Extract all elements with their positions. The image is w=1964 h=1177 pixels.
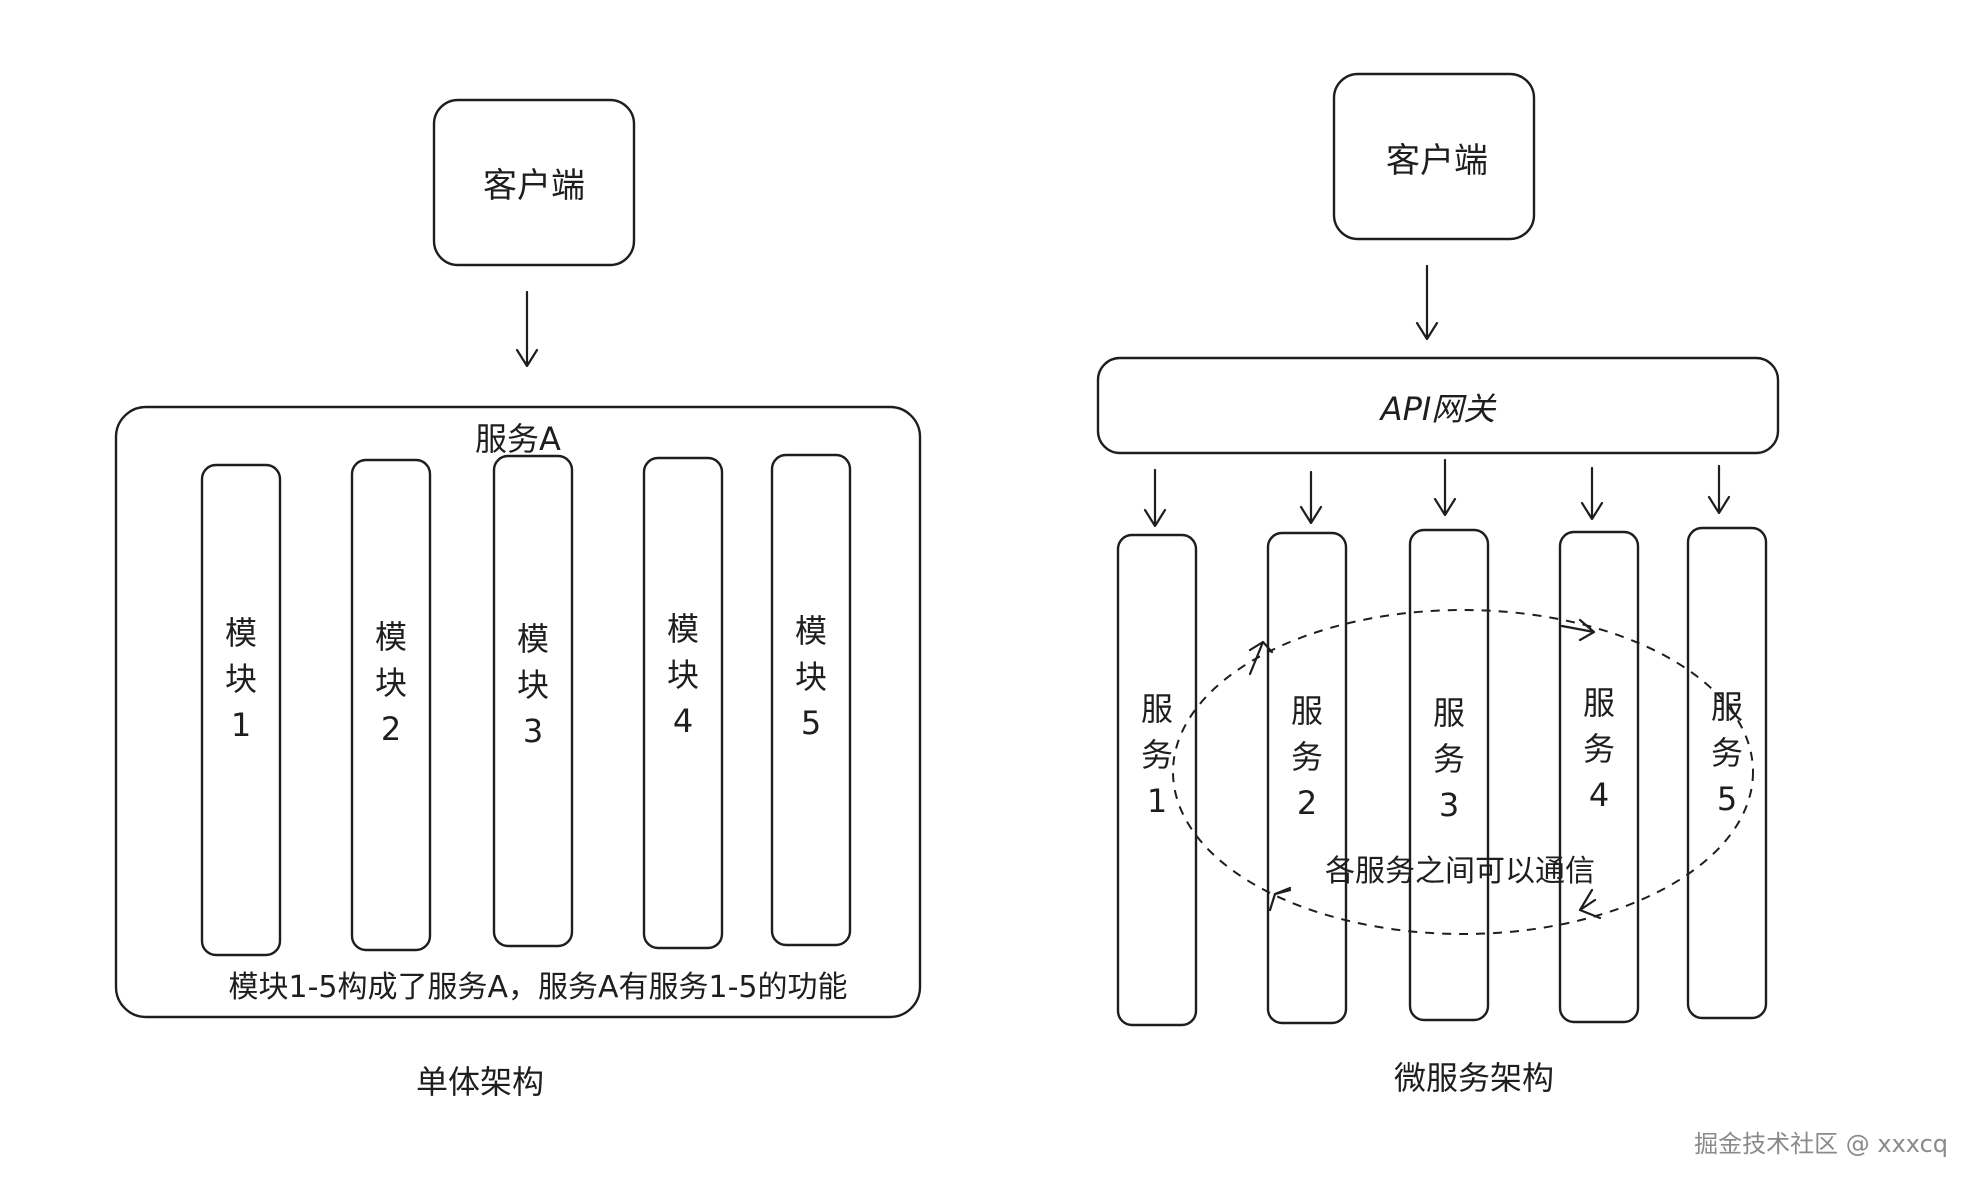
watermark: 掘金技术社区 @ xxxcq: [1694, 1130, 1948, 1158]
module-2-box: [350, 458, 432, 952]
gateway-to-service-1-arrow: [1143, 468, 1167, 528]
service-1-box: [1116, 533, 1198, 1027]
comm-arrowhead-bottom-right: [1578, 888, 1602, 920]
right-client-label: 客户端: [1386, 141, 1488, 181]
right-client-to-gateway-arrow: [1415, 264, 1439, 341]
comm-arrowhead-bottom-left: [1268, 886, 1292, 912]
communication-note: 各服务之间可以通信: [1325, 854, 1595, 889]
microservice-caption: 微服务架构: [1393, 1059, 1555, 1097]
service-a-label: 服务A: [475, 420, 561, 458]
gateway-to-service-5-arrow: [1707, 464, 1731, 515]
api-gateway-label: API网关: [1380, 390, 1496, 428]
module-5-box: [770, 453, 852, 947]
service-3-box: [1408, 528, 1490, 1022]
module-3-box: [492, 454, 574, 948]
api-gateway-box: [1096, 356, 1780, 455]
monolith-note: 模块1-5构成了服务A，服务A有服务1-5的功能: [228, 970, 848, 1005]
monolith-caption: 单体架构: [415, 1063, 545, 1101]
comm-arrowhead-top-left: [1248, 640, 1274, 676]
service-4-box: [1558, 530, 1640, 1024]
module-1-box: [200, 463, 282, 957]
gateway-to-service-2-arrow: [1299, 470, 1323, 525]
comm-arrowhead-top-right: [1560, 618, 1596, 642]
service-5-box: [1686, 526, 1768, 1020]
left-client-to-service-arrow: [515, 290, 539, 368]
left-client-box: [432, 98, 636, 267]
gateway-to-service-3-arrow: [1433, 458, 1457, 517]
service-2-box: [1266, 531, 1348, 1025]
gateway-to-service-4-arrow: [1580, 466, 1604, 521]
communication-ellipse: [1172, 609, 1754, 935]
module-4-box: [642, 456, 724, 950]
right-client-box: [1332, 72, 1536, 241]
left-client-label: 客户端: [483, 166, 585, 206]
